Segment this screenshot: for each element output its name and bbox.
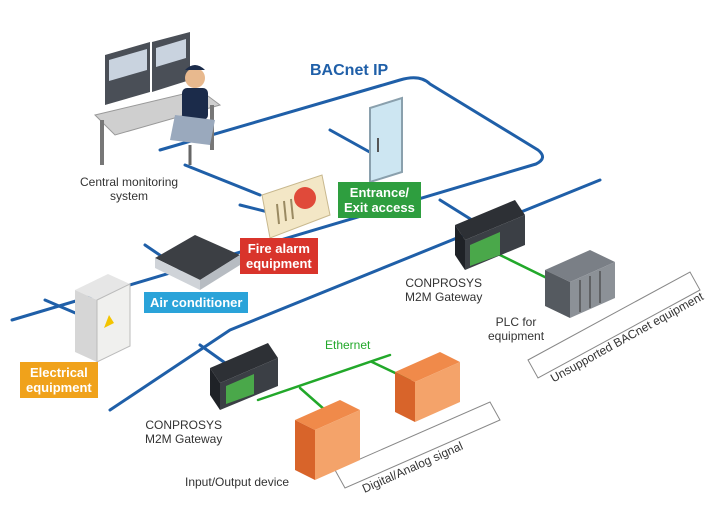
plc-label: PLC for equipment [488,315,545,343]
gateway-left-illustration [210,343,278,410]
unsupported-zone-panel [527,271,701,379]
electrical-tag: Electrical equipment [20,362,98,398]
gateway-left-label: CONPROSYS M2M Gateway [145,418,223,446]
io-device-label: Input/Output device [185,475,290,489]
digital-analog-zone-panel [334,401,501,489]
io-device-right-illustration [395,352,460,422]
eth-io-left [298,386,327,412]
plc-illustration [545,250,615,318]
eth-main [256,353,392,402]
entrance-tag: Entrance/ Exit access [338,182,421,218]
gateway-right-illustration [455,200,525,270]
central-monitoring-illustration [94,32,222,165]
air-conditioner-tag: Air conditioner [144,292,249,313]
drop-electrical [43,298,82,317]
drop-monitor [183,163,262,197]
bacnet-ip-label: BACnet IP [310,62,389,79]
drop-entrance [328,128,377,157]
air-conditioner-illustration [155,235,240,290]
ethernet-label: Ethernet [325,338,371,352]
fire-alarm-tag: Fire alarm equipment [240,238,318,274]
entrance-door-illustration [369,96,403,184]
backbone-ring [10,76,544,322]
electrical-cabinet-illustration [75,274,131,363]
central-monitoring-label: Central monitoring system [80,175,179,203]
io-device-left-illustration [295,400,360,480]
gateway-right-label: CONPROSYS M2M Gateway [405,276,483,304]
fire-alarm-illustration [261,174,331,239]
